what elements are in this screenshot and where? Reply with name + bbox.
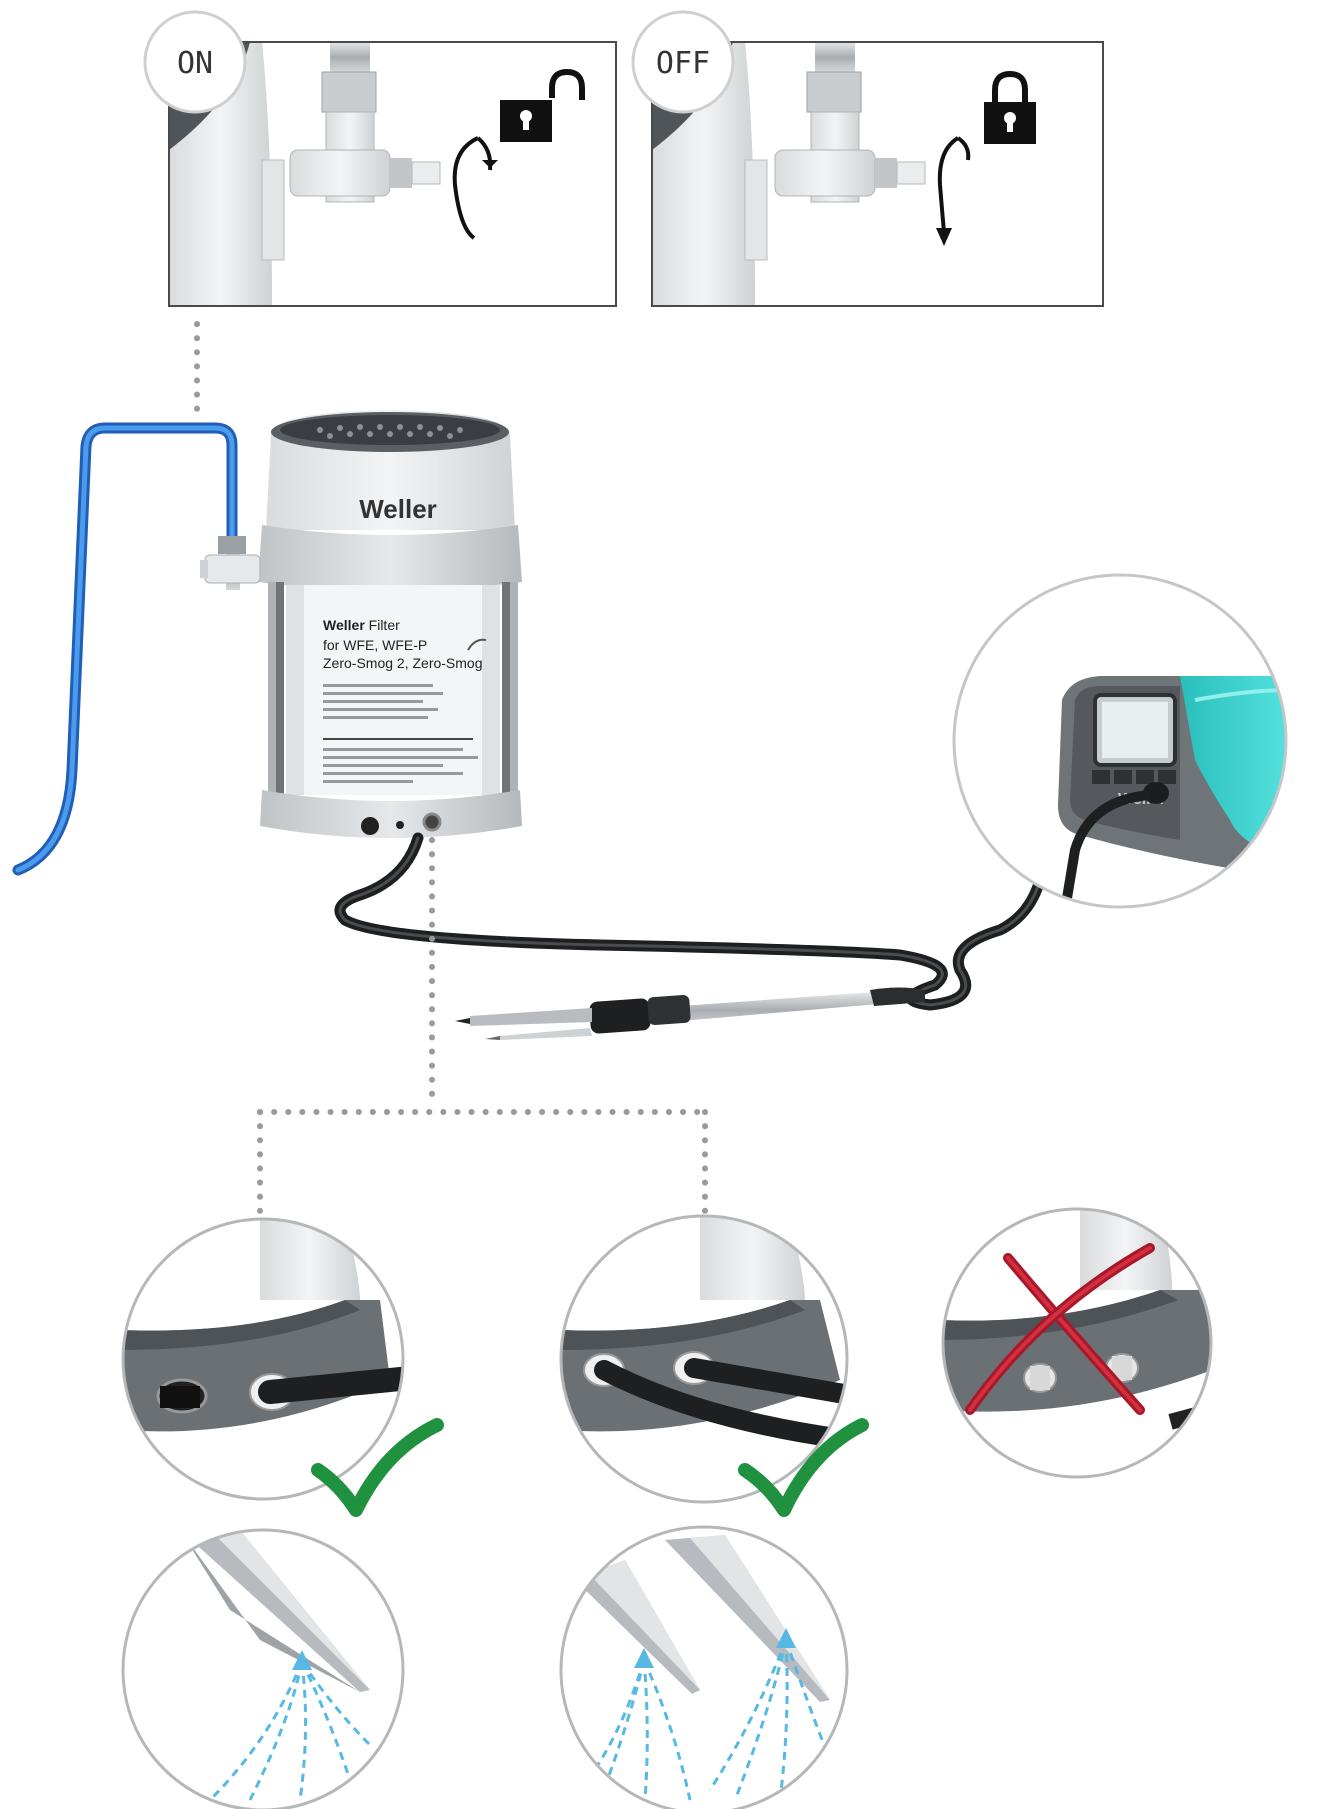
green-checkmark-icon xyxy=(738,1418,869,1517)
soldering-iron-cable xyxy=(334,789,1074,1011)
incorrect-connection-inset xyxy=(941,1207,1213,1479)
label-brand: Weller xyxy=(323,617,365,633)
blue-compressed-air-hose xyxy=(12,422,238,876)
label-line3: Zero-Smog 2, Zero-Smog xyxy=(323,655,483,671)
on-panel: ON xyxy=(143,10,617,307)
single-port-connection-inset xyxy=(121,1217,405,1501)
on-badge-label: ON xyxy=(177,46,213,81)
off-badge-label: OFF xyxy=(656,46,710,81)
single-tip-airflow-inset xyxy=(121,1528,405,1809)
soldering-iron xyxy=(455,987,925,1040)
off-badge: OFF xyxy=(631,10,735,114)
control-station-inset: Weller xyxy=(952,573,1288,909)
port-connector-dots xyxy=(257,837,708,1218)
green-checkmark-icon xyxy=(311,1418,444,1517)
filter-top-brand: Weller xyxy=(359,494,437,524)
locked-padlock-icon xyxy=(984,70,1036,144)
label-brand-suffix: Filter xyxy=(369,617,400,633)
off-panel: OFF xyxy=(631,10,1104,307)
dual-tip-airflow-inset xyxy=(559,1525,849,1809)
unlocked-padlock-icon xyxy=(500,68,585,142)
svg-text:Weller Filter: Weller Filter xyxy=(323,617,400,633)
fume-filter-unit: Weller Weller Filter for WFE, WFE-P Zero… xyxy=(200,410,522,838)
double-port-connection-inset xyxy=(559,1214,849,1504)
red-x-icon xyxy=(965,1243,1155,1415)
on-badge: ON xyxy=(143,10,247,114)
label-line2: for WFE, WFE-P xyxy=(323,637,427,653)
